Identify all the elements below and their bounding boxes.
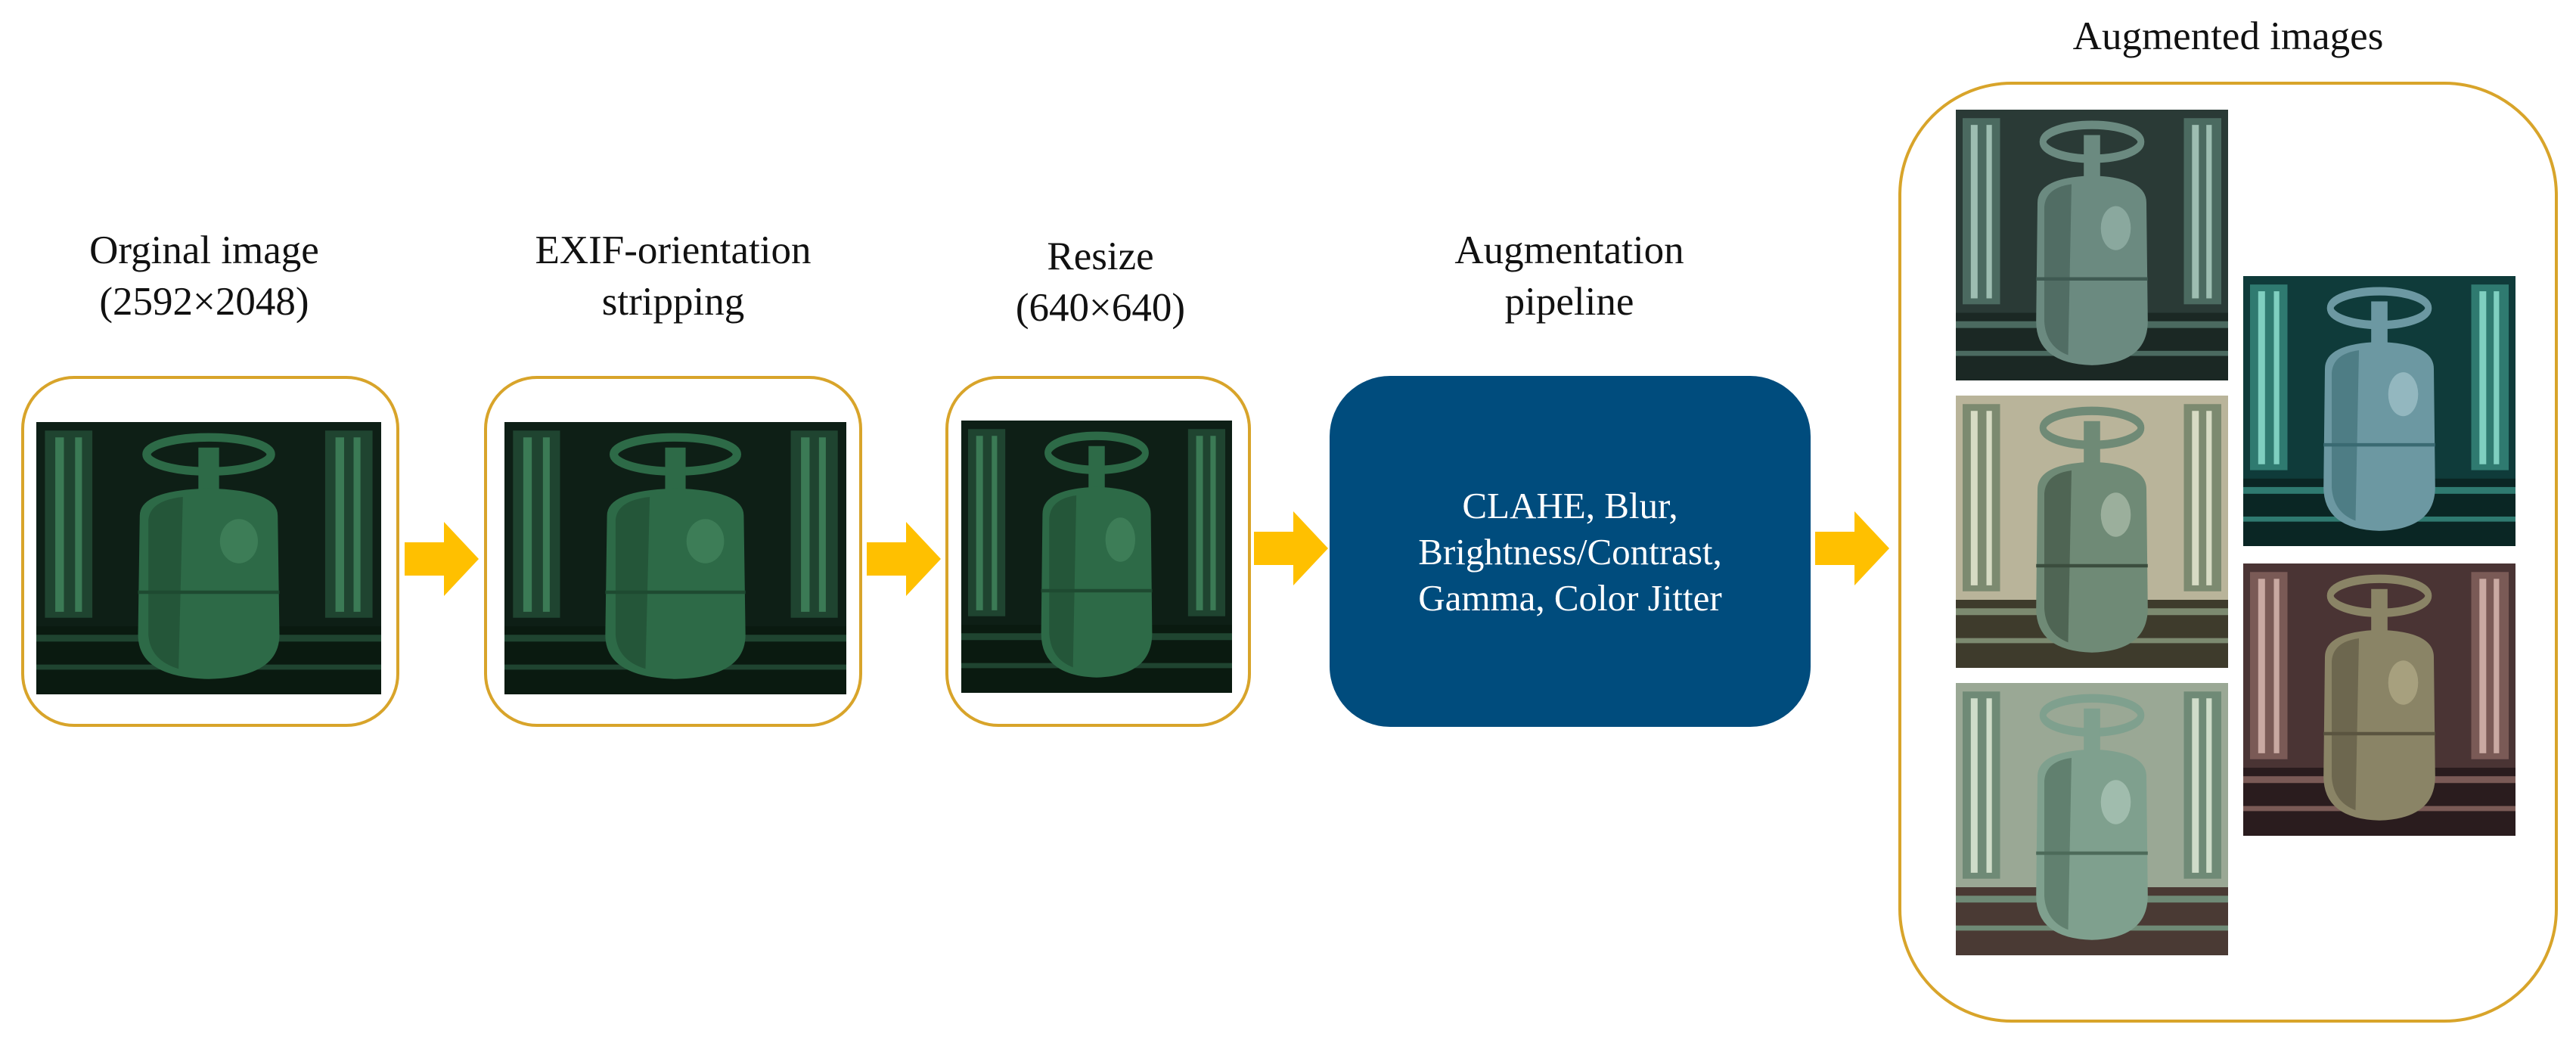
pipeline-steps: CLAHE, Blur, Brightness/Contrast, Gamma,… <box>1418 483 1722 621</box>
pipeline-line: Gamma, Color Jitter <box>1418 576 1722 619</box>
gas-cylinder-photo-icon <box>1956 396 2228 668</box>
resized-image <box>961 421 1232 693</box>
stage-title-line1: EXIF-orientation <box>535 228 812 272</box>
stage-title-resize: Resize (640×640) <box>945 231 1255 334</box>
stage-title-augmentation: Augmentation pipeline <box>1361 225 1777 328</box>
augmented-image-2 <box>1956 396 2228 668</box>
augmentation-pipeline-box: CLAHE, Blur, Brightness/Contrast, Gamma,… <box>1330 376 1811 727</box>
stage-title-original: Orginal image (2592×2048) <box>23 225 386 328</box>
stage-title-line2: (640×640) <box>1015 286 1186 330</box>
gas-cylinder-photo-icon <box>36 422 381 694</box>
exif-stripped-image <box>504 422 846 694</box>
augmented-image-5 <box>2243 563 2515 836</box>
gas-cylinder-photo-icon <box>1956 110 2228 380</box>
pipeline-line: Brightness/Contrast, <box>1418 530 1722 573</box>
augmented-image-4 <box>2243 276 2515 546</box>
stage-title-line1: Orginal image <box>89 228 319 272</box>
stage-title-line2: pipeline <box>1504 280 1634 324</box>
original-image <box>36 422 381 694</box>
augmented-images-box <box>1898 82 2558 1023</box>
stage-title-line2: stripping <box>601 280 745 324</box>
gas-cylinder-photo-icon <box>2243 276 2515 546</box>
stage-title-line1: Augmentation <box>1454 228 1684 272</box>
arrow-icon <box>867 522 941 596</box>
gas-cylinder-photo-icon <box>504 422 846 694</box>
augmented-image-3 <box>1956 683 2228 955</box>
stage-title-exif: EXIF-orientation stripping <box>484 225 862 328</box>
stage-title-line2: (2592×2048) <box>99 280 309 324</box>
stage-title-line1: Resize <box>1047 234 1154 278</box>
augmented-image-1 <box>1956 110 2228 380</box>
arrow-icon <box>1815 511 1889 585</box>
pipeline-line: CLAHE, Blur, <box>1462 484 1678 526</box>
gas-cylinder-photo-icon <box>961 421 1232 693</box>
arrow-icon <box>405 522 479 596</box>
arrow-icon <box>1254 511 1328 585</box>
augmented-title: Augmented images <box>1898 11 2558 62</box>
gas-cylinder-photo-icon <box>2243 563 2515 836</box>
augmented-title-text: Augmented images <box>2072 14 2384 58</box>
gas-cylinder-photo-icon <box>1956 683 2228 955</box>
